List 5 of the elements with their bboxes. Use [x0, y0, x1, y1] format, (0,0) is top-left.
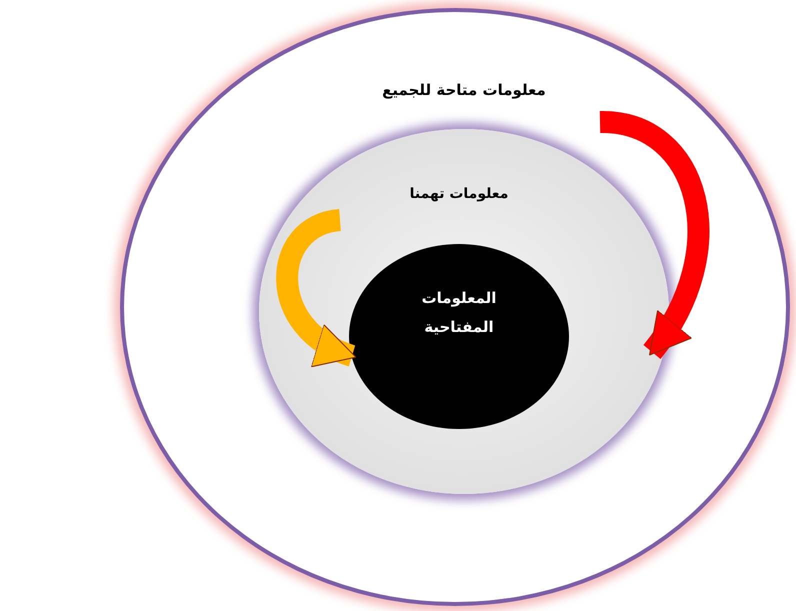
- circle-label: معلومات متاحة للجميع: [381, 80, 547, 101]
- curved-arrow: [599, 111, 710, 358]
- circle-label: معلومات تهمنا: [408, 185, 510, 204]
- curved-arrow: [276, 209, 356, 366]
- circle-label: المعلومات المفتاحية: [420, 288, 498, 338]
